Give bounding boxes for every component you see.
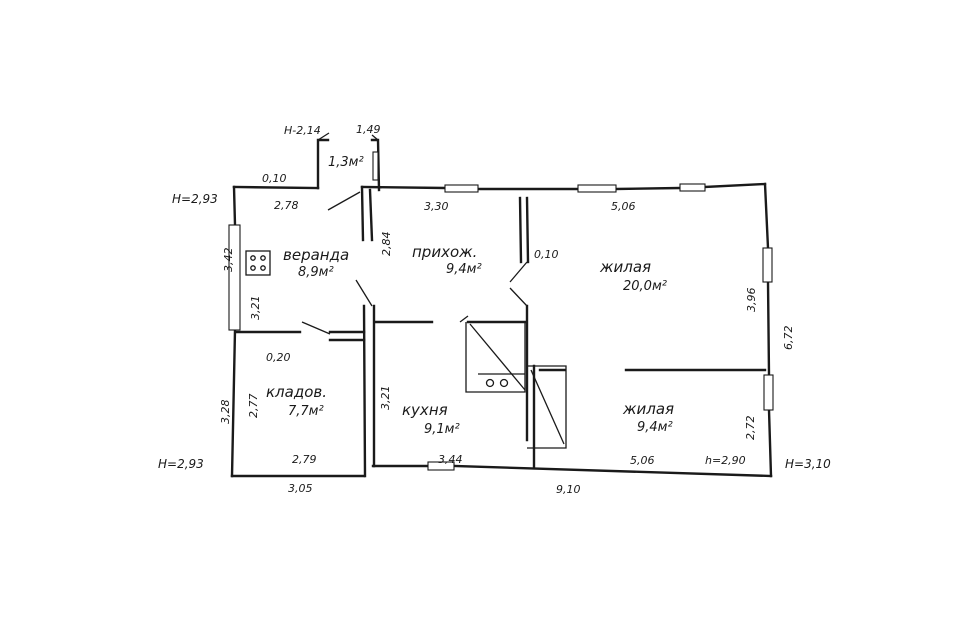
- height-pantry-bottom-left: Н=2,93: [158, 457, 204, 471]
- windows: [228, 151, 774, 471]
- room-name-living-large: жилая: [599, 258, 651, 276]
- dim-house-right: 6,72: [782, 326, 795, 351]
- room-name-kitchen: кухня: [402, 401, 448, 419]
- window-porch: [372, 151, 379, 181]
- door-porch: [327, 191, 361, 211]
- dim-kitchen-left: 3,21: [379, 386, 392, 411]
- inner-walls: [234, 185, 767, 478]
- dim-porch-width: 1,49: [356, 123, 381, 136]
- dim-living-small-bottom: 5,06: [630, 454, 655, 467]
- doors: [301, 191, 528, 335]
- window-living-top-right: [679, 183, 706, 192]
- outer-walls: [230, 132, 773, 478]
- stove-veranda: [245, 250, 271, 276]
- window-living-top: [577, 184, 617, 193]
- height-house-right: Н=3,10: [785, 457, 831, 471]
- room-area-veranda: 8,9м²: [298, 265, 334, 280]
- dim-veranda-outer-bottom: 3,05: [288, 482, 313, 495]
- dim-pantry-inner-left: 2,77: [247, 394, 260, 419]
- window-hall-top: [444, 184, 479, 193]
- dim-veranda-inner-left: 3,21: [249, 296, 262, 321]
- room-name-pantry: кладов.: [266, 383, 327, 401]
- room-area-living-small: 9,4м²: [637, 420, 673, 435]
- dim-hall-top: 3,30: [424, 200, 449, 213]
- room-area-hall: 9,4м²: [446, 262, 482, 277]
- room-name-living-small: жилая: [622, 400, 674, 418]
- room-labels: веранда 8,9м² прихож. 9,4м² жилая 20,0м²…: [266, 155, 674, 437]
- door-veranda-hall: [355, 279, 373, 307]
- dim-house-bottom: 9,10: [556, 483, 581, 496]
- window-kitchen-bottom: [427, 461, 455, 471]
- room-area-pantry: 7,7м²: [288, 404, 324, 419]
- dim-porch-height: Н-2,14: [284, 124, 321, 137]
- dim-veranda-right: 2,84: [380, 232, 393, 257]
- room-name-veranda: веранда: [283, 246, 349, 264]
- dim-living-top: 5,06: [611, 200, 636, 213]
- window-veranda-left: [228, 224, 241, 331]
- dim-hall-partition: 0,10: [534, 248, 559, 261]
- door-hall-kitchen: [459, 315, 469, 323]
- room-area-kitchen: 9,1м²: [424, 422, 460, 437]
- stove-living: [527, 365, 567, 449]
- dim-partition: 0,20: [266, 351, 291, 364]
- room-name-hall: прихож.: [412, 243, 477, 261]
- room-area-living-large: 20,0м²: [623, 279, 667, 294]
- dim-kitchen-bottom: 3,44: [438, 453, 463, 466]
- dim-veranda-top: 2,78: [274, 199, 299, 212]
- stove-kitchen: [465, 322, 526, 393]
- room-area-porch: 1,3м²: [328, 155, 364, 170]
- dim-pantry-left: 3,28: [219, 400, 232, 425]
- height-labels: Н=2,93 Н=2,93 Н=3,10: [158, 192, 831, 471]
- dim-living-small-right: 2,72: [744, 416, 757, 441]
- dim-room-height: h=2,90: [705, 454, 746, 467]
- height-veranda-top-left: Н=2,93: [172, 192, 218, 206]
- door-hall-living: [509, 261, 528, 307]
- dim-living-right: 3,96: [745, 288, 758, 313]
- dim-veranda-left: 3,42: [222, 248, 235, 273]
- door-veranda-pantry: [301, 321, 331, 335]
- window-living-right: [762, 247, 773, 283]
- dim-veranda-top-small: 0,10: [262, 172, 287, 185]
- window-living-small-right: [763, 374, 774, 411]
- dim-pantry-bottom: 2,79: [292, 453, 317, 466]
- dimension-labels: Н-2,14 1,49 0,10 2,78 3,30 5,06 0,10 0,2…: [219, 123, 795, 496]
